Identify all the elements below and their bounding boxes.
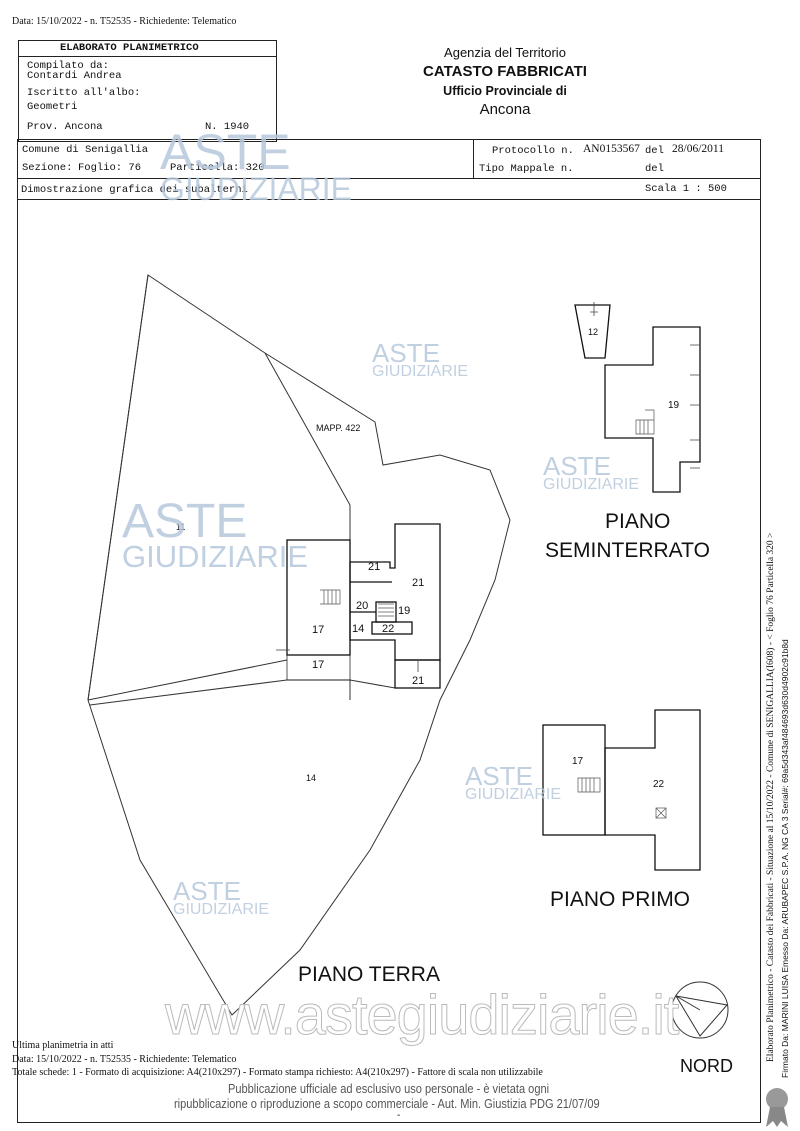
publication-notice-2: ripubblicazione o riproduzione a scopo c… bbox=[174, 1096, 600, 1111]
unit-label: 20 bbox=[356, 600, 369, 612]
unit-label: 17 bbox=[312, 624, 325, 636]
tipo-mappale: Tipo Mappale n. bbox=[479, 163, 574, 175]
footer-totale: Totale schede: 1 - Formato di acquisizio… bbox=[12, 1067, 543, 1078]
floor-title-primo: PIANO PRIMO bbox=[550, 888, 691, 911]
parcel-line bbox=[264, 352, 351, 540]
albo: Geometri bbox=[27, 101, 78, 113]
floor-title-seminterrato: PIANO bbox=[605, 510, 671, 533]
north-compass-icon bbox=[671, 981, 729, 1039]
divider bbox=[473, 139, 474, 178]
iscritto-label: Iscritto all'albo: bbox=[27, 87, 141, 99]
access-arrows bbox=[276, 302, 700, 672]
header-line: Data: 15/10/2022 - n. T52535 - Richieden… bbox=[12, 16, 237, 27]
unit-22-primo bbox=[604, 709, 701, 871]
compilato-name: Contardi Andrea bbox=[27, 70, 122, 82]
unit-label: 14 bbox=[352, 623, 365, 635]
watermark-site: www.astegiudiziarie.it bbox=[164, 983, 679, 1047]
unit-21b bbox=[394, 659, 441, 689]
divider bbox=[17, 178, 761, 179]
floor-title-seminterrato-2: SEMINTERRATO bbox=[545, 539, 710, 562]
signature-caption: Firmato Da: MARINI LUISA Emesso Da: ARUB… bbox=[780, 639, 790, 1078]
unit-label: 11 bbox=[176, 522, 186, 532]
stairs-icon bbox=[320, 409, 667, 819]
mapp-label: MAPP. 422 bbox=[316, 423, 361, 433]
unit-label: 22 bbox=[382, 623, 395, 635]
side-caption: Elaborato Planimetrico - Catasto dei Fab… bbox=[766, 532, 776, 1062]
unit-label: 22 bbox=[653, 779, 665, 790]
comune: Comune di Senigallia bbox=[22, 144, 149, 156]
parcel-outline bbox=[87, 274, 511, 1016]
north-label: NORD bbox=[680, 1056, 733, 1076]
document-title: ELABORATO PLANIMETRICO bbox=[60, 42, 199, 54]
unit-12 bbox=[574, 304, 611, 359]
ultima-planimetria: Ultima planimetria in atti bbox=[12, 1040, 114, 1051]
foglio: Foglio: 76 bbox=[78, 162, 142, 174]
page-dash: - bbox=[397, 1110, 401, 1121]
unit-label: 21 bbox=[368, 561, 381, 573]
unit-label: 19 bbox=[398, 605, 411, 617]
compilato-label: Compilato da: bbox=[27, 60, 109, 72]
unit-label: 19 bbox=[668, 400, 680, 411]
divider bbox=[18, 56, 277, 57]
unit-label: 14 bbox=[306, 773, 317, 783]
del-label: del bbox=[645, 145, 664, 157]
del-label-2: del bbox=[645, 163, 664, 175]
dimostrazione: Dimostrazione grafica dei subalterni bbox=[21, 184, 248, 196]
footer-data: Data: 15/10/2022 - n. T52535 - Richieden… bbox=[12, 1054, 237, 1065]
parcel-line bbox=[87, 274, 149, 701]
unit-label: 21 bbox=[412, 675, 425, 687]
catasto-title: CATASTO FABBRICATI bbox=[423, 63, 587, 80]
unit-21 bbox=[349, 523, 441, 661]
office-city: Ancona bbox=[479, 101, 531, 118]
parcel-line bbox=[89, 679, 440, 706]
publication-notice: Pubblicazione ufficiale ad esclusivo uso… bbox=[228, 1081, 550, 1096]
unit-17b bbox=[286, 654, 351, 681]
numero-albo: N. 1940 bbox=[205, 121, 250, 133]
divider bbox=[17, 199, 761, 200]
protocollo-label: Protocollo n. bbox=[492, 145, 574, 157]
unit-label: 21 bbox=[412, 577, 425, 589]
unit-19-seminterrato bbox=[604, 326, 701, 493]
sezione: Sezione: bbox=[22, 162, 73, 174]
unit-label: 12 bbox=[588, 327, 599, 337]
compiler-box bbox=[18, 40, 277, 142]
parcel-line bbox=[87, 659, 288, 701]
provincia: Prov. Ancona bbox=[27, 121, 103, 133]
seal-ribbon-icon bbox=[766, 1088, 788, 1127]
floor-title-terra: PIANO TERRA bbox=[298, 963, 440, 986]
protocollo-date: 28/06/2011 bbox=[672, 143, 724, 155]
scale: Scala 1 : 500 bbox=[645, 183, 727, 195]
particella: Particella: 320 bbox=[170, 162, 265, 174]
main-frame bbox=[17, 139, 761, 1123]
protocollo-number: AN0153567 bbox=[583, 143, 640, 155]
unit-label: 17 bbox=[572, 756, 584, 767]
unit-22 bbox=[371, 621, 413, 635]
unit-label: 17 bbox=[312, 659, 325, 671]
agency-name: Agenzia del Territorio bbox=[444, 45, 566, 60]
office-label: Ufficio Provinciale di bbox=[443, 84, 567, 98]
